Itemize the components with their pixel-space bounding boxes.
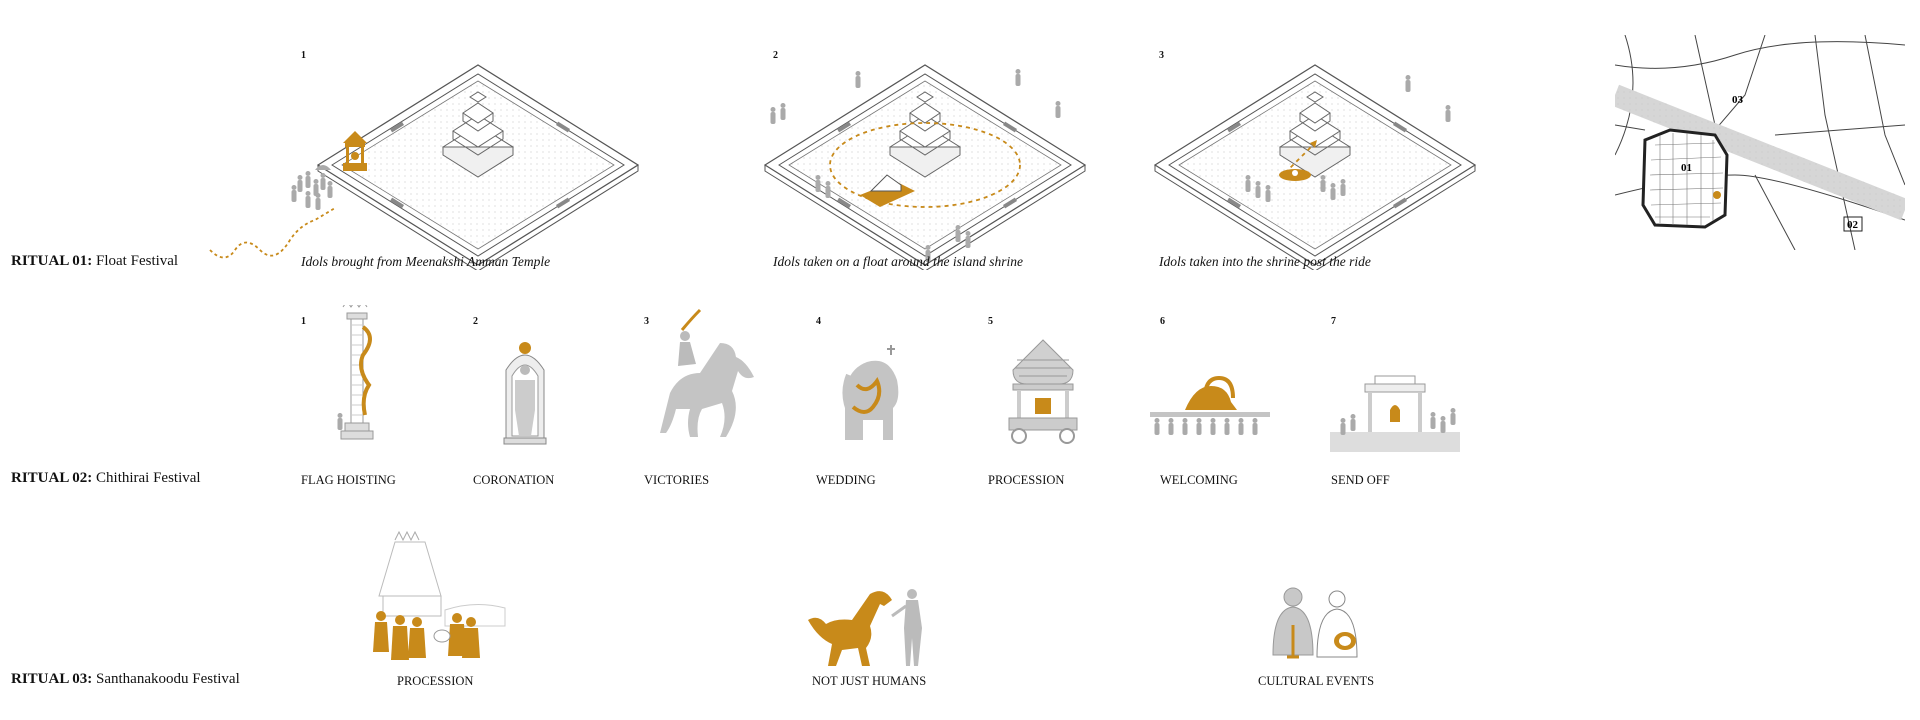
temple-chariot-icon [1008, 339, 1078, 444]
site-marker-icon [1713, 191, 1721, 199]
ritual2-step-number-4: 4 [816, 316, 821, 327]
ritual2-step-number-3: 3 [644, 316, 649, 327]
old-city-grid [1641, 128, 1729, 229]
ritual2-name: Chithirai Festival [96, 470, 201, 486]
palanquin-bearers-icon [1150, 375, 1270, 435]
ritual2-label-1: FLAG HOISTING [301, 473, 396, 487]
map-label-01: 01 [1681, 162, 1692, 174]
ritual2-label-4: WEDDING [816, 473, 876, 487]
ritual1-step-number-1: 1 [301, 50, 306, 61]
ritual1-caption-3: Idols taken into the shrine post the rid… [1159, 254, 1371, 269]
ritual2-prefix: RITUAL 02: [11, 470, 93, 486]
ritual2-label-7: SEND OFF [1331, 473, 1390, 487]
ritual3-title: RITUAL 03: Santhanakoodu Festival [11, 671, 240, 688]
ritual1-step-number-3: 3 [1159, 50, 1164, 61]
location-map: 01 02 03 [1610, 34, 1910, 251]
float-festival-step3-illustration [1154, 64, 1476, 270]
ritual2-label-2: CORONATION [473, 473, 555, 487]
float-boat-icon [1279, 169, 1311, 181]
float-festival-step2-illustration [764, 64, 1086, 270]
ritual2-label-3: VICTORIES [644, 473, 710, 487]
ritual3-prefix: RITUAL 03: [11, 671, 93, 687]
procession-crowd-icon [291, 165, 333, 210]
ritual2-label-6: WELCOMING [1160, 473, 1238, 487]
ritual2-step-number-5: 5 [988, 316, 993, 327]
map-label-02: 02 [1847, 219, 1859, 231]
ritual1-title: RITUAL 01: Float Festival [11, 253, 178, 270]
ritual3-label-2: NOT JUST HUMANS [812, 674, 927, 688]
ritual2-title: RITUAL 02: Chithirai Festival [11, 470, 201, 487]
ritual3-name: Santhanakoodu Festival [96, 671, 240, 687]
ritual1-caption-1: Idols brought from Meenakshi Amman Templ… [301, 254, 551, 269]
deity-idol-icon [503, 342, 547, 445]
horse-rider-icon [660, 308, 754, 437]
ritual1-name: Float Festival [96, 253, 179, 269]
ritual2-label-5: PROCESSION [988, 473, 1065, 487]
float-boat-icon [860, 174, 915, 207]
palanquin-icon [343, 131, 367, 171]
map-label-03: 03 [1732, 94, 1744, 106]
ritual2-step-number-1: 1 [301, 316, 306, 327]
ritual3-label-1: PROCESSION [397, 674, 474, 688]
flag-pillar-icon [337, 305, 374, 440]
pavilion-crowd-icon [1330, 375, 1460, 452]
ritual3-label-3: CULTURAL EVENTS [1258, 674, 1375, 688]
ritual1-step-number-2: 2 [773, 50, 778, 61]
ritual2-step-number-2: 2 [473, 316, 478, 327]
float-festival-step1-illustration [209, 64, 639, 270]
ritual1-caption-2: Idols taken on a float around the island… [773, 254, 1023, 269]
ritual2-step-number-6: 6 [1160, 316, 1165, 327]
horse-and-man-icon [808, 589, 922, 666]
sandalwood-procession-icon [373, 530, 506, 660]
elephant-icon [842, 345, 899, 440]
ritual2-step-number-7: 7 [1331, 316, 1336, 327]
ritual1-prefix: RITUAL 01: [11, 253, 93, 269]
musicians-icon [1272, 587, 1358, 659]
